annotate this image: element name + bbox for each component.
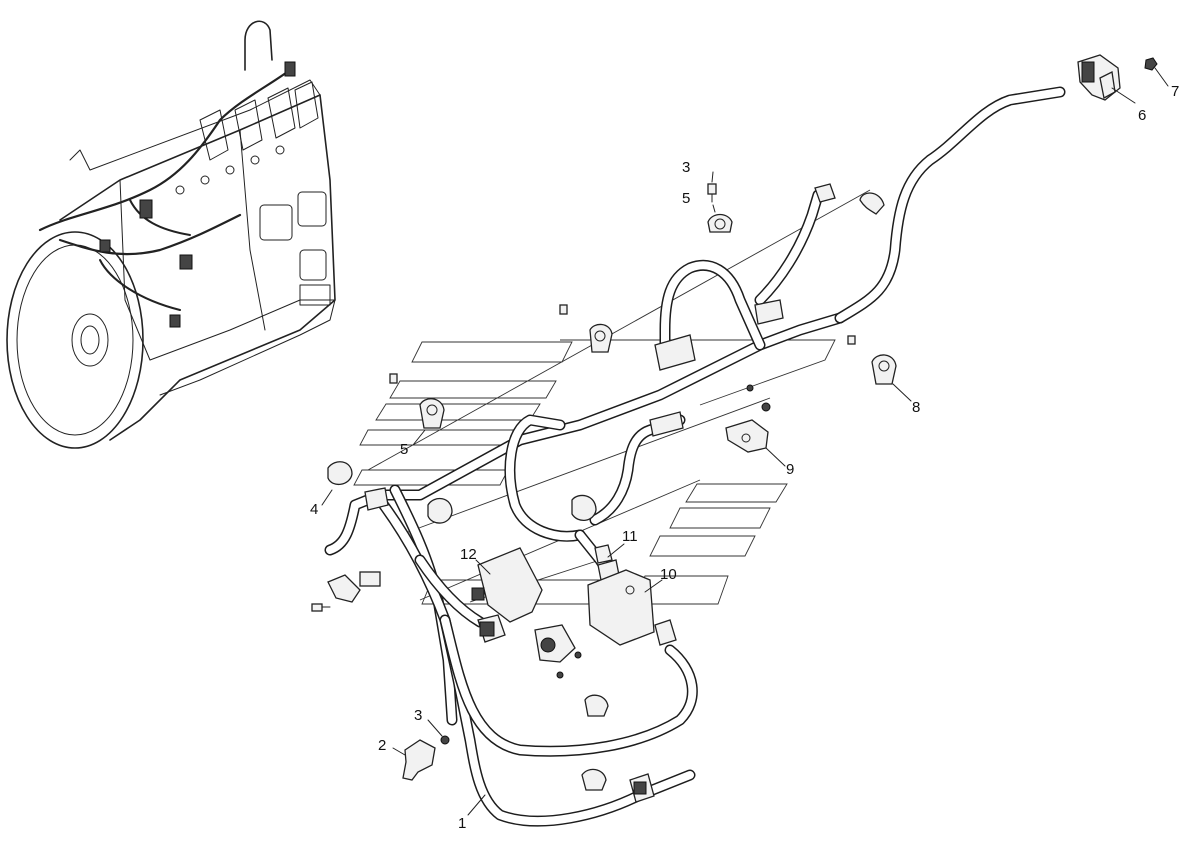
callout-4: 4	[310, 501, 318, 518]
clip-ring-4	[327, 461, 597, 524]
clamp-5-lower	[389, 304, 613, 429]
leader-lines	[321, 67, 1169, 816]
nut-7	[1144, 57, 1158, 71]
sensor-bracket-6	[1077, 54, 1121, 101]
callout-12: 12	[460, 546, 477, 563]
sensors-mid	[477, 614, 677, 803]
bracket-12	[471, 547, 543, 623]
trunk-connectors	[364, 299, 784, 511]
callout-labels: 1 2 3 3 4 5 5 6 7 8 9 10 11 12	[310, 83, 1179, 832]
bolt-3-upper	[707, 183, 717, 203]
sensor-2	[402, 739, 436, 781]
callout-3b: 3	[682, 159, 690, 176]
callout-3a: 3	[414, 707, 422, 724]
sensor-left	[311, 571, 381, 612]
callout-5a: 5	[682, 190, 690, 207]
callout-10: 10	[660, 566, 677, 583]
clip-top	[814, 183, 885, 215]
module-10	[587, 569, 655, 646]
callout-11: 11	[622, 528, 638, 545]
bolt-3-lower	[440, 735, 450, 745]
wiring-harness-exploded: 1 2 3 3 4 5 5 6 7 8 9 10 11 12	[310, 54, 1179, 832]
callout-9: 9	[786, 461, 794, 478]
clamp-8	[847, 335, 897, 385]
callout-5b: 5	[400, 441, 408, 458]
callout-8: 8	[912, 399, 920, 416]
callout-2: 2	[378, 737, 386, 754]
callout-6: 6	[1138, 107, 1146, 124]
callout-1: 1	[458, 815, 466, 832]
sensor-9	[725, 384, 771, 453]
engine-overview-illustration	[6, 20, 336, 449]
clamp-5-upper	[707, 213, 733, 233]
callout-7: 7	[1171, 83, 1179, 100]
